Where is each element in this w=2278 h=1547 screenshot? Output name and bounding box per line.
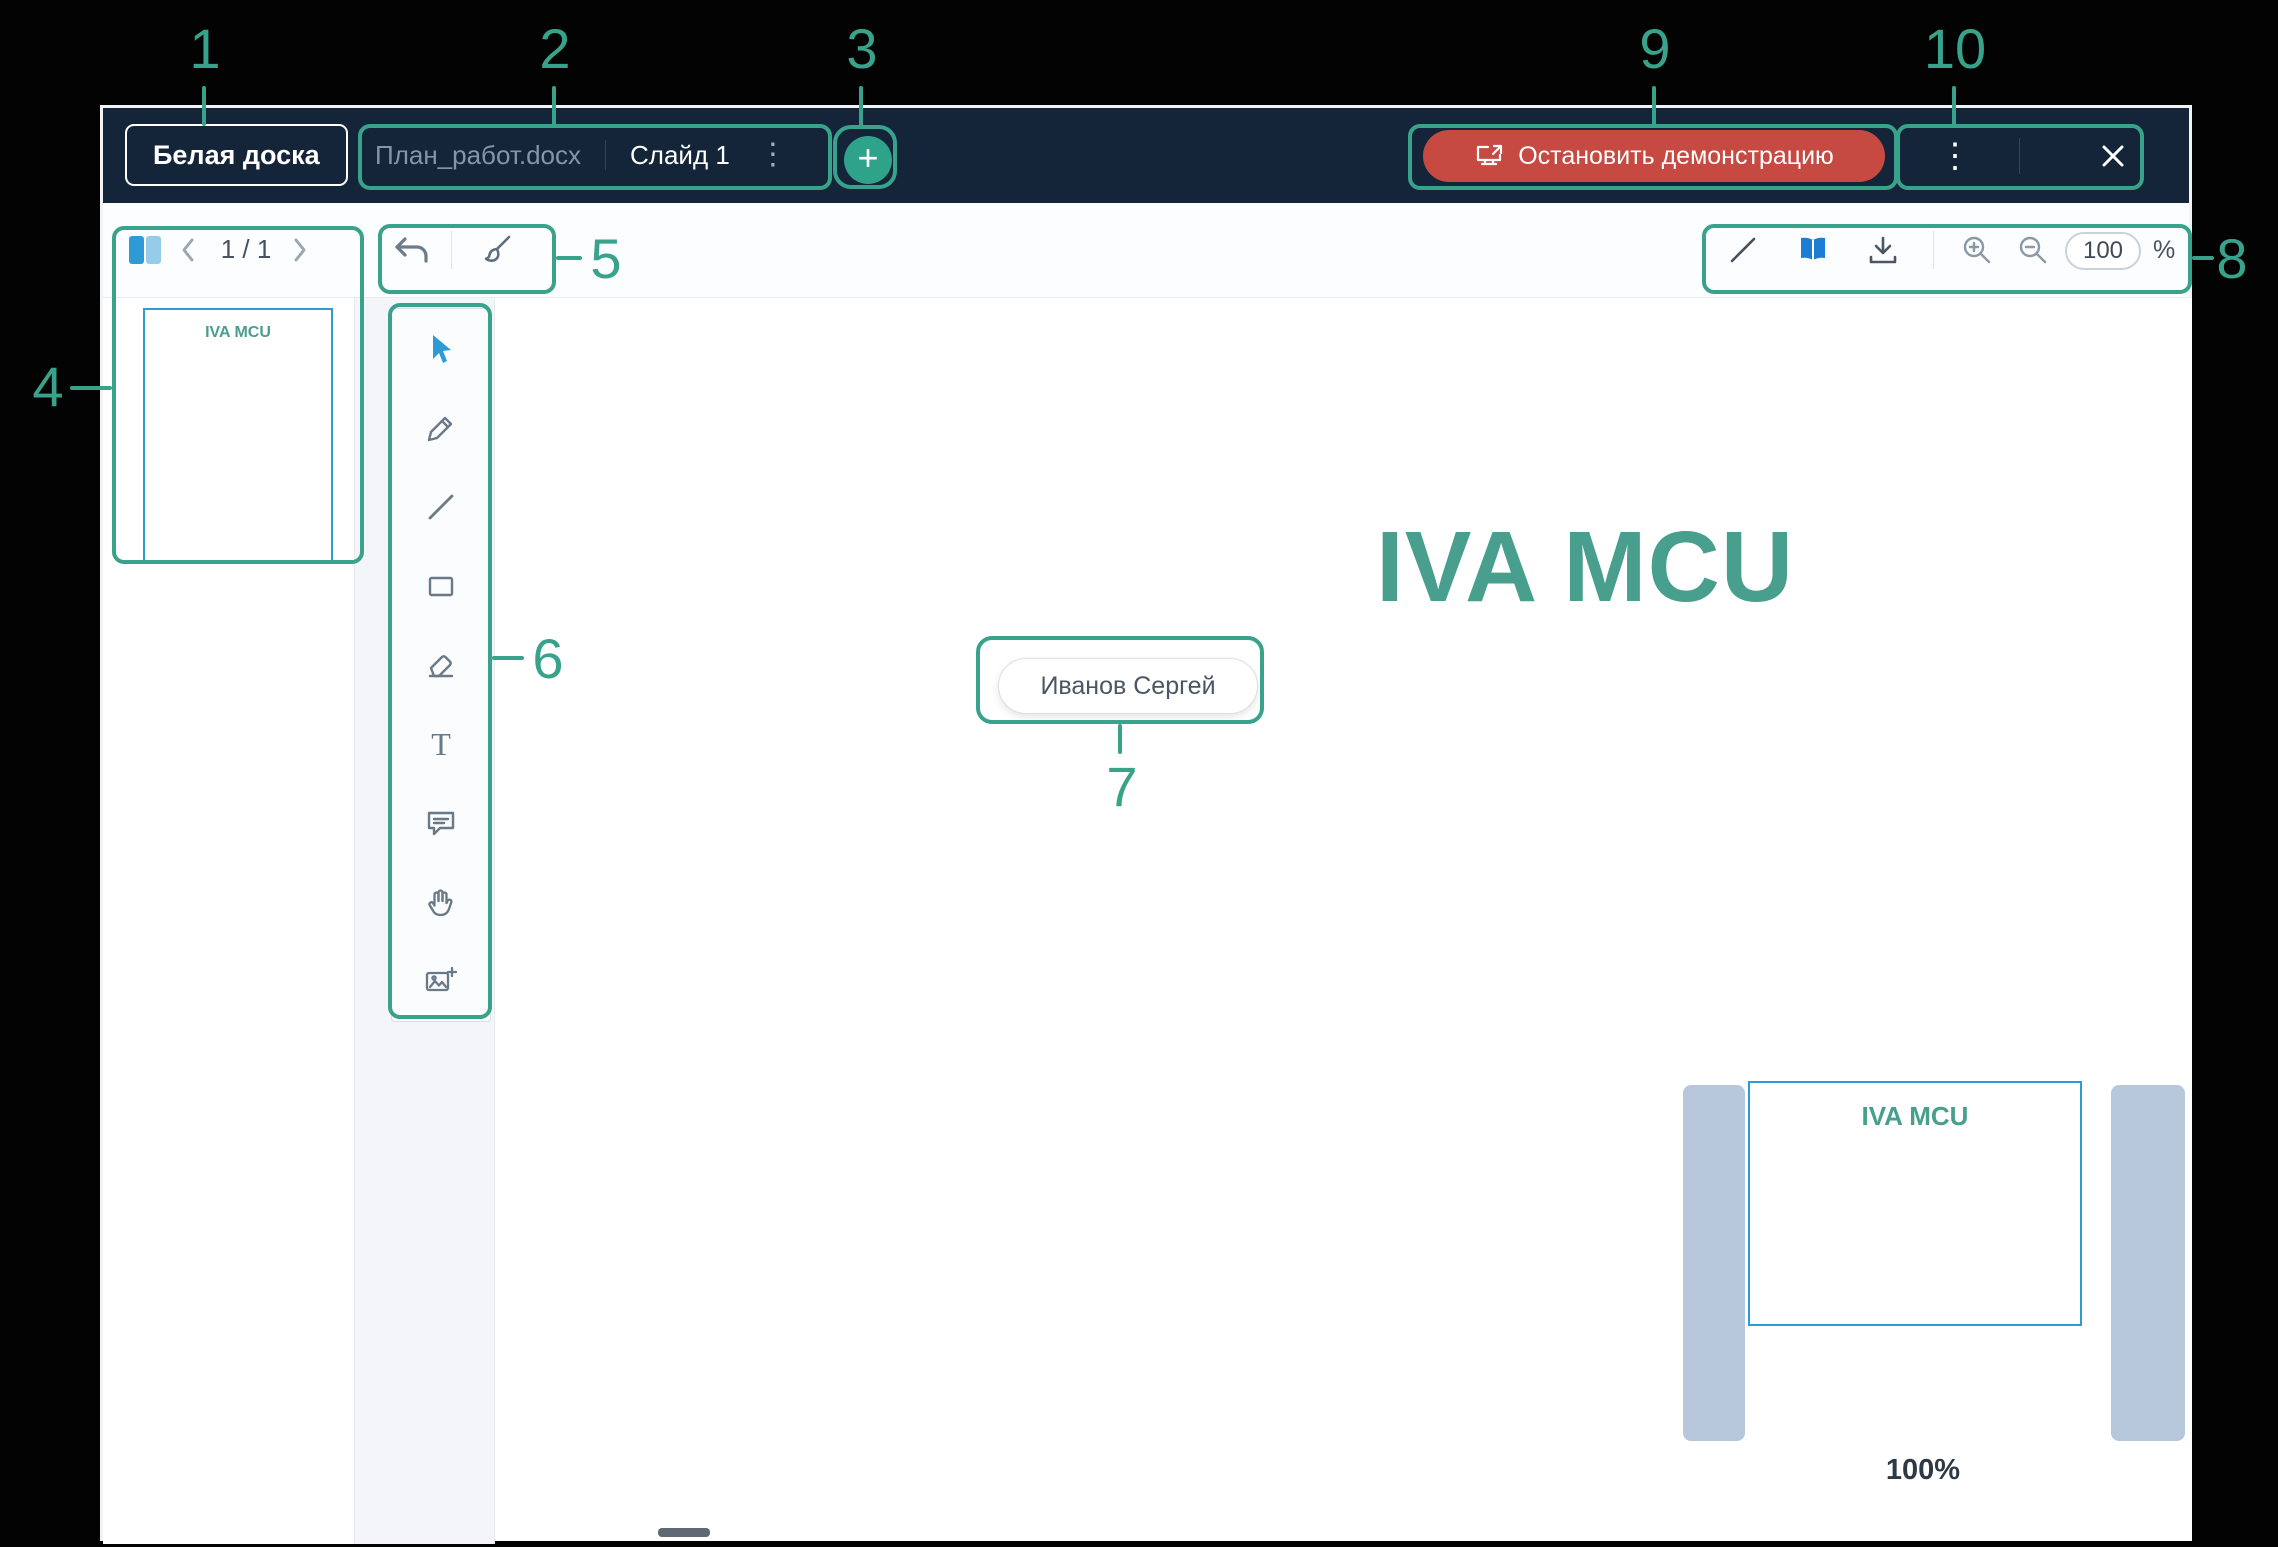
undo-icon[interactable] bbox=[389, 231, 433, 269]
tool-palette: T bbox=[391, 308, 491, 1022]
document-tab-group: План_работ.docx Слайд 1 ⋮ bbox=[375, 124, 792, 186]
tab-kebab-icon[interactable]: ⋮ bbox=[757, 138, 788, 171]
preview-zoom-label: 100% bbox=[1885, 1454, 1961, 1486]
divider bbox=[605, 140, 607, 170]
prev-page-icon[interactable] bbox=[177, 235, 199, 265]
tool-pencil[interactable] bbox=[392, 388, 490, 467]
screen-share-icon bbox=[1474, 143, 1504, 169]
cursor-icon bbox=[426, 333, 456, 365]
tool-insert-image[interactable] bbox=[392, 941, 490, 1020]
tool-shape[interactable] bbox=[392, 546, 490, 625]
callout-number-10: 10 bbox=[1923, 17, 1987, 80]
brush-icon[interactable] bbox=[475, 231, 517, 269]
toolbar-row: 1 / 1 bbox=[103, 203, 2189, 298]
callout-number-8: 8 bbox=[2216, 227, 2248, 290]
zoom-value-field[interactable]: 100 bbox=[2065, 232, 2141, 270]
tab-slide[interactable]: Слайд 1 bbox=[630, 139, 730, 170]
divider bbox=[2019, 138, 2020, 174]
tool-palette-column: T bbox=[355, 298, 495, 1544]
callout-number-2: 2 bbox=[539, 17, 571, 80]
callout-number-4: 4 bbox=[32, 355, 64, 418]
callout-number-1: 1 bbox=[189, 17, 221, 80]
preview-right-rail bbox=[2111, 1085, 2185, 1441]
tool-line[interactable] bbox=[392, 467, 490, 546]
slides-sidebar: IVA MCU bbox=[103, 298, 355, 1544]
zoom-out-icon[interactable] bbox=[2013, 231, 2053, 269]
book-icon[interactable] bbox=[1793, 231, 1833, 269]
zoom-value: 100 bbox=[2082, 237, 2124, 264]
rectangle-icon bbox=[425, 570, 457, 602]
divider bbox=[1933, 231, 1934, 269]
pencil-icon bbox=[425, 412, 457, 444]
callout-number-9: 9 bbox=[1639, 17, 1671, 80]
tool-eraser[interactable] bbox=[392, 625, 490, 704]
presenter-name: Иванов Сергей bbox=[1040, 671, 1216, 700]
add-board-button[interactable]: + bbox=[844, 136, 892, 184]
slide-preview-label: IVA MCU bbox=[1861, 1101, 1969, 1131]
tab-document[interactable]: План_работ.docx bbox=[375, 139, 582, 170]
text-tool-icon: T bbox=[431, 725, 451, 762]
tool-select-cursor[interactable] bbox=[392, 309, 490, 388]
image-add-icon bbox=[424, 965, 458, 997]
divider bbox=[451, 231, 452, 269]
slide-preview: IVA MCU bbox=[1748, 1081, 2082, 1326]
page-indicator: 1 / 1 bbox=[220, 234, 272, 264]
presenter-badge: Иванов Сергей bbox=[998, 658, 1258, 714]
line-icon bbox=[425, 491, 457, 523]
plus-icon: + bbox=[857, 137, 879, 178]
eraser-icon bbox=[425, 649, 457, 681]
next-page-icon[interactable] bbox=[289, 235, 311, 265]
tool-comment[interactable] bbox=[392, 783, 490, 862]
slide-thumbnail[interactable]: IVA MCU bbox=[143, 308, 333, 563]
stop-presentation-label: Остановить демонстрацию bbox=[1518, 141, 1834, 170]
whiteboard-canvas[interactable]: IVA MCU Иванов Сергей IVA MCU 100% bbox=[495, 298, 2192, 1541]
hand-icon bbox=[425, 886, 457, 918]
callout-number-3: 3 bbox=[846, 17, 878, 80]
tab-whiteboard[interactable]: Белая доска bbox=[125, 124, 348, 186]
percent-sign: % bbox=[2153, 236, 2176, 264]
slide-thumbnail-label: IVA MCU bbox=[205, 324, 271, 341]
preview-left-rail bbox=[1683, 1085, 1745, 1441]
window-menu-icon[interactable]: ⋮ bbox=[1938, 137, 1972, 175]
tool-pan-hand[interactable] bbox=[392, 862, 490, 941]
pointer-pen-icon[interactable] bbox=[1723, 231, 1763, 269]
pages-panel-icon[interactable] bbox=[125, 232, 165, 268]
horizontal-scrollbar-thumb[interactable] bbox=[658, 1528, 710, 1537]
stop-presentation-button[interactable]: Остановить демонстрацию bbox=[1423, 130, 1885, 182]
whiteboard-app-window: Белая доска План_работ.docx Слайд 1 ⋮ + bbox=[100, 105, 2192, 1544]
top-bar: Белая доска План_работ.docx Слайд 1 ⋮ + bbox=[103, 108, 2189, 203]
download-icon[interactable] bbox=[1863, 231, 1903, 269]
tab-whiteboard-label: Белая доска bbox=[153, 139, 320, 170]
callout-line-8 bbox=[2192, 256, 2214, 260]
slide-title-text: IVA MCU bbox=[1375, 511, 1795, 623]
zoom-in-icon[interactable] bbox=[1957, 231, 1997, 269]
close-icon[interactable] bbox=[2091, 140, 2135, 172]
tool-text[interactable]: T bbox=[392, 704, 490, 783]
comment-icon bbox=[425, 807, 457, 839]
